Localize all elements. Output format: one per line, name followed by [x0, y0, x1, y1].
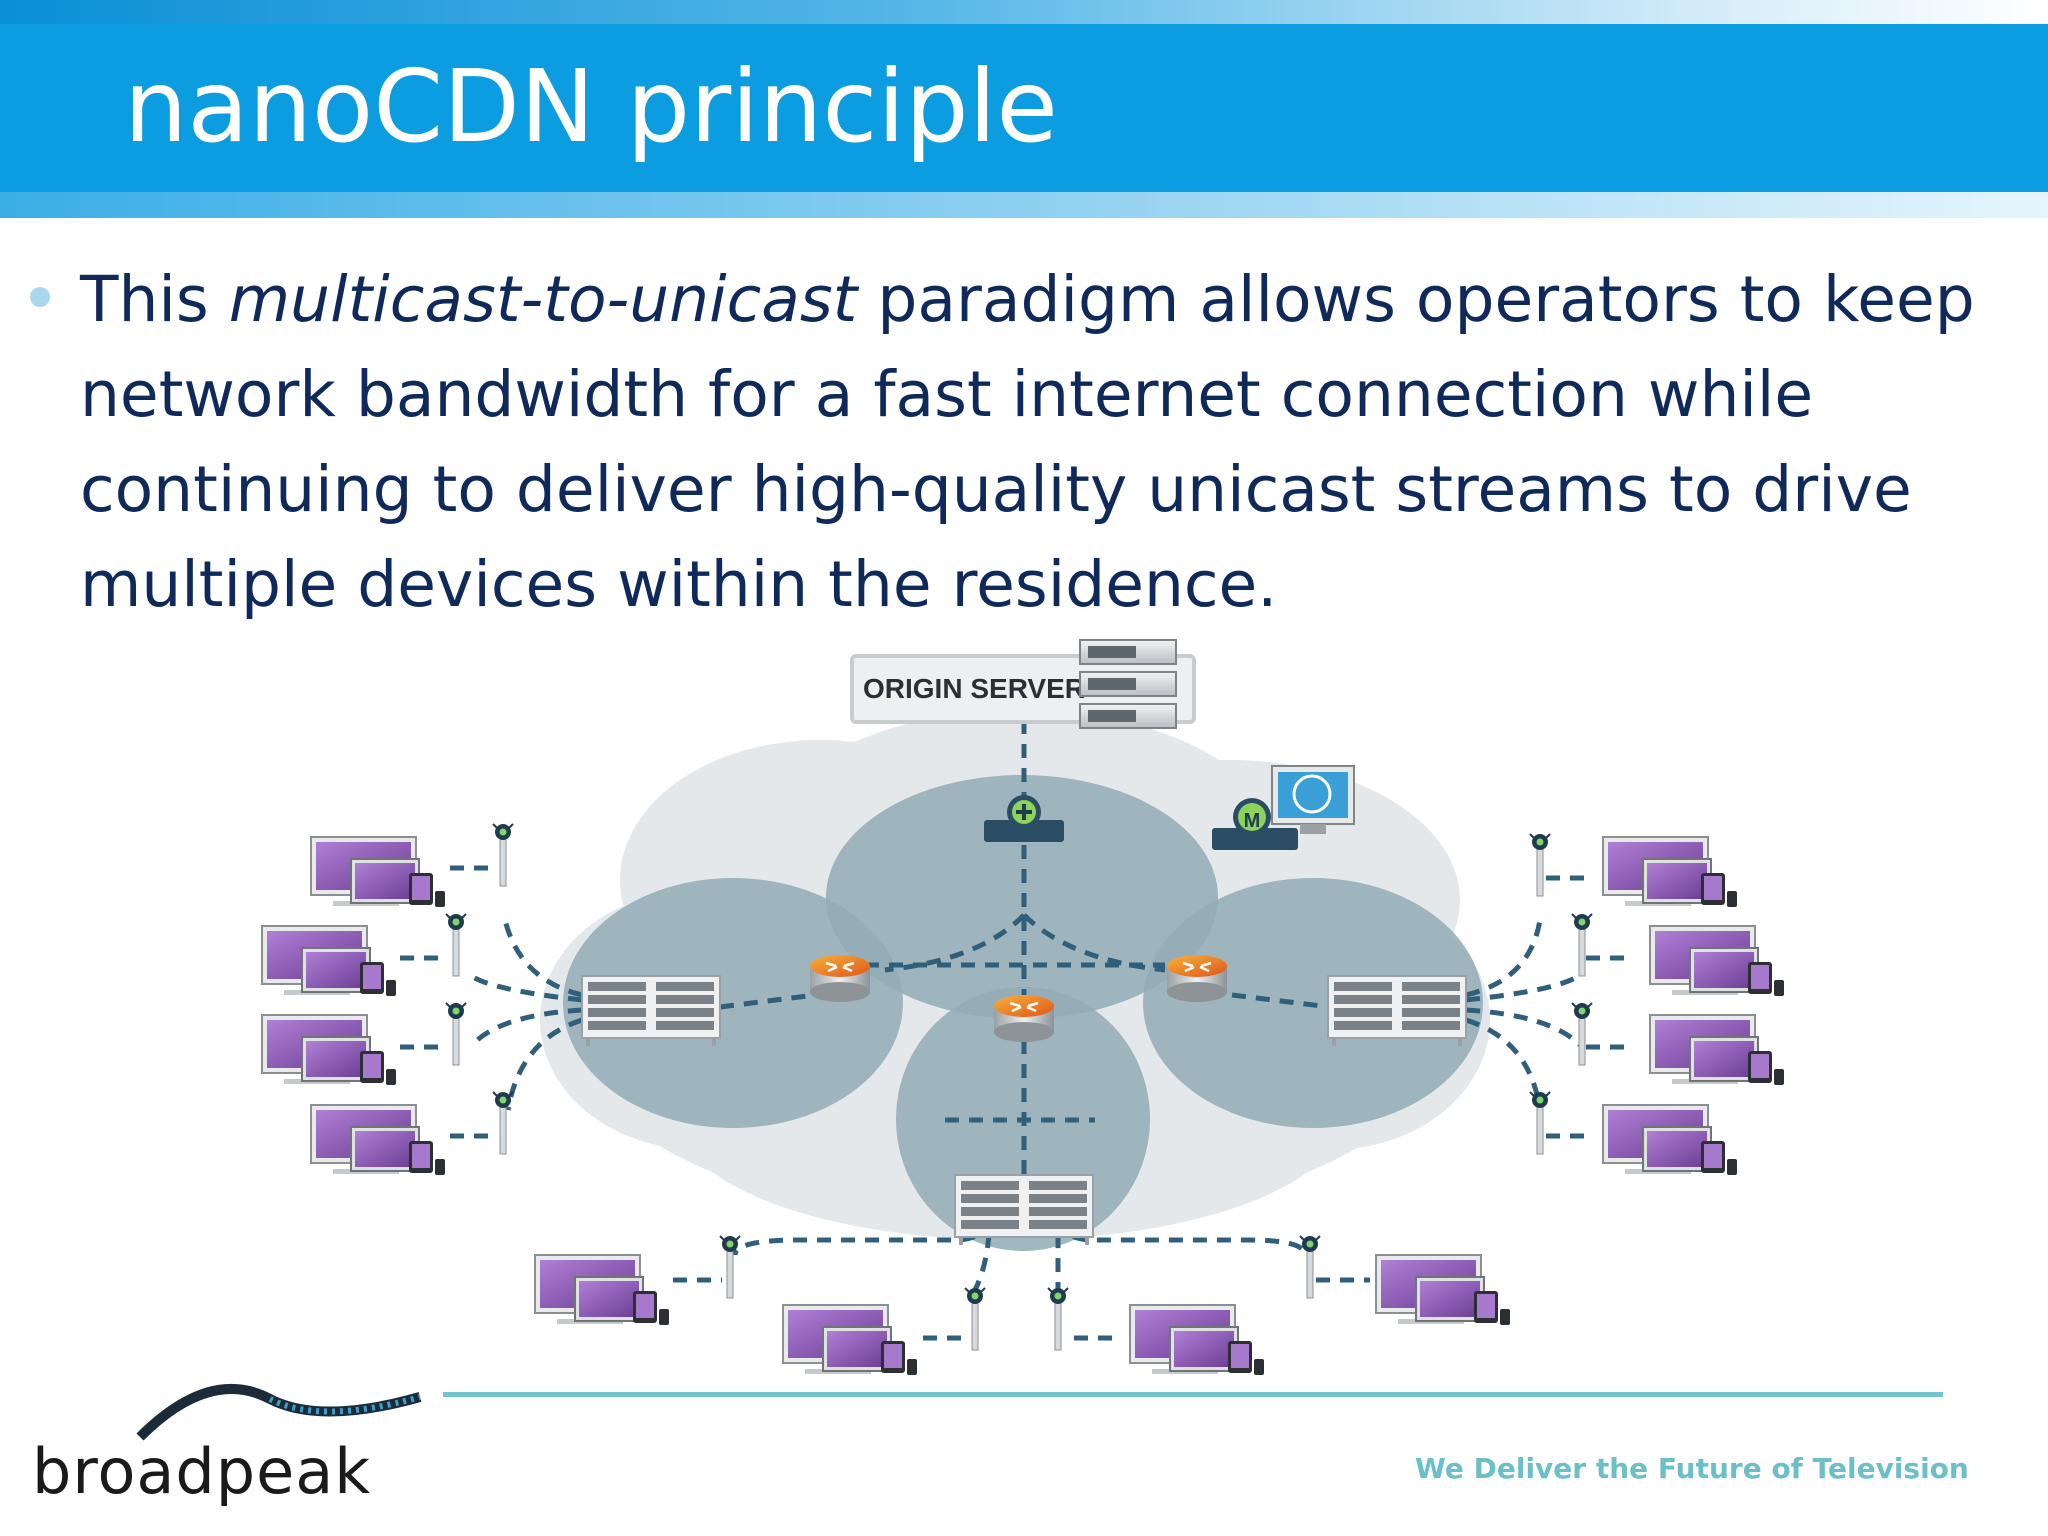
- manager-badge-text: M: [1244, 810, 1261, 832]
- home-gateway-icon: [492, 823, 514, 887]
- home-devices-icon: [261, 925, 397, 997]
- bullet-text-rest: paradigm allows operators to keep networ…: [80, 263, 1975, 621]
- slide-title: nanoCDN principle: [124, 48, 1058, 165]
- router-icon-left: [808, 953, 872, 1004]
- home-devices-icon: [1602, 1104, 1738, 1176]
- manager-console-icon: M: [1212, 765, 1355, 850]
- home-gateway-icon: [492, 1091, 514, 1155]
- bullet-text-start: This: [80, 263, 229, 336]
- bullet-text-italic: multicast-to-unicast: [228, 263, 858, 336]
- home-devices-icon: [261, 1014, 397, 1086]
- footer-tagline: We Deliver the Future of Television: [1415, 1452, 1969, 1485]
- broadpeak-logo: broadpeak: [32, 1435, 372, 1508]
- home-devices-icon: [1649, 1014, 1785, 1086]
- home-devices-icon: [310, 836, 446, 908]
- broadpeak-logo-icon: [136, 1383, 422, 1441]
- home-devices-icon: [782, 1304, 918, 1376]
- home-devices-icon: [1602, 836, 1738, 908]
- home-gateway-icon: [964, 1287, 986, 1351]
- origin-server-label: ORIGIN SERVER: [863, 673, 1085, 704]
- router-icon-center: [992, 993, 1056, 1044]
- server-stack-icon: [1079, 639, 1177, 729]
- home-gateway-icon: [1047, 1287, 1069, 1351]
- home-devices-icon: [1129, 1304, 1265, 1376]
- home-gateway-icon: [1529, 1091, 1551, 1155]
- origin-server: ORIGIN SERVER: [850, 639, 1196, 729]
- router-icon-right: [1165, 953, 1229, 1004]
- bullet-icon: [30, 287, 50, 307]
- footer-divider: [443, 1392, 1943, 1397]
- plus-appliance-icon: [984, 795, 1064, 842]
- bullet-text: This multicast-to-unicast paradigm allow…: [80, 252, 1980, 632]
- home-gateway-icon: [445, 913, 467, 977]
- home-devices-icon: [1649, 925, 1785, 997]
- home-devices-icon: [310, 1104, 446, 1176]
- home-gateway-icon: [445, 1002, 467, 1066]
- title-bar-underline: [0, 192, 2048, 218]
- home-gateway-icon: [1571, 913, 1593, 977]
- title-bar: [0, 24, 2048, 192]
- edge-server-rack-bottom: [954, 1174, 1094, 1246]
- home-devices-icon: [1375, 1254, 1511, 1326]
- home-gateway-icon: [1571, 1002, 1593, 1066]
- edge-server-rack-left: [581, 975, 721, 1047]
- home-gateway-icon: [719, 1235, 741, 1299]
- home-gateway-icon: [1529, 833, 1551, 897]
- home-gateway-icon: [1299, 1235, 1321, 1299]
- home-devices-icon: [534, 1254, 670, 1326]
- network-diagram: ORIGIN SERVER M: [261, 639, 1785, 1376]
- edge-server-rack-right: [1327, 975, 1467, 1047]
- top-gradient-bar: [0, 0, 2048, 24]
